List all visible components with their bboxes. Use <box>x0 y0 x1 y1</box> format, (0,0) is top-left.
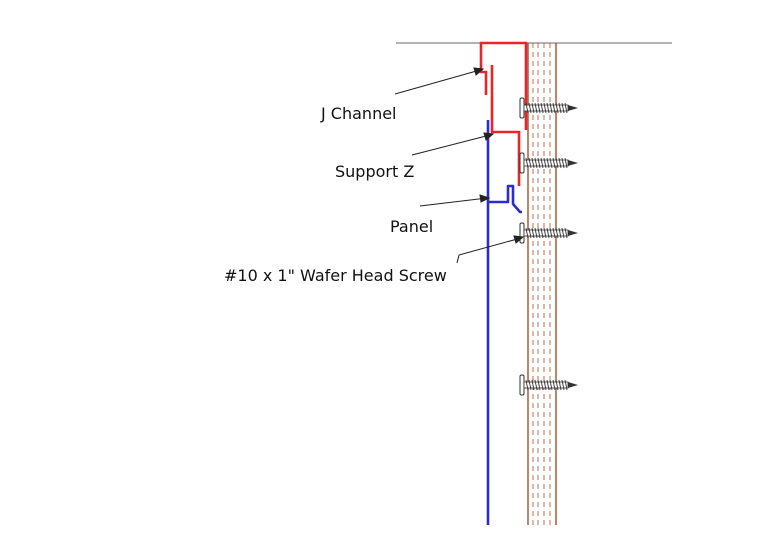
leader-panel <box>419 197 488 207</box>
leader-j-channel <box>394 69 481 95</box>
leader-j-channel-arrow <box>473 67 485 76</box>
leader-panel-arrow <box>479 194 491 203</box>
leader-lines <box>394 67 525 264</box>
leader-screw <box>456 254 460 264</box>
wafer-head-screw <box>519 97 578 119</box>
label-panel: Panel <box>390 217 434 236</box>
leader-support-z <box>411 134 491 156</box>
j-channel <box>479 41 528 130</box>
wafer-head-screw <box>519 222 578 244</box>
leader-screw-arrow <box>513 235 525 244</box>
wafer-head-screw <box>519 374 578 396</box>
panel <box>486 120 522 525</box>
screw <box>519 97 578 396</box>
label-screw: #10 x 1" Wafer Head Screw <box>224 266 447 285</box>
support-z <box>490 65 521 186</box>
leader-support-z-arrow <box>483 132 495 141</box>
wafer-head-screw <box>519 152 578 174</box>
wood-stud <box>527 43 557 525</box>
label-support-z: Support Z <box>335 162 415 181</box>
label-j-channel: J Channel <box>321 104 397 123</box>
